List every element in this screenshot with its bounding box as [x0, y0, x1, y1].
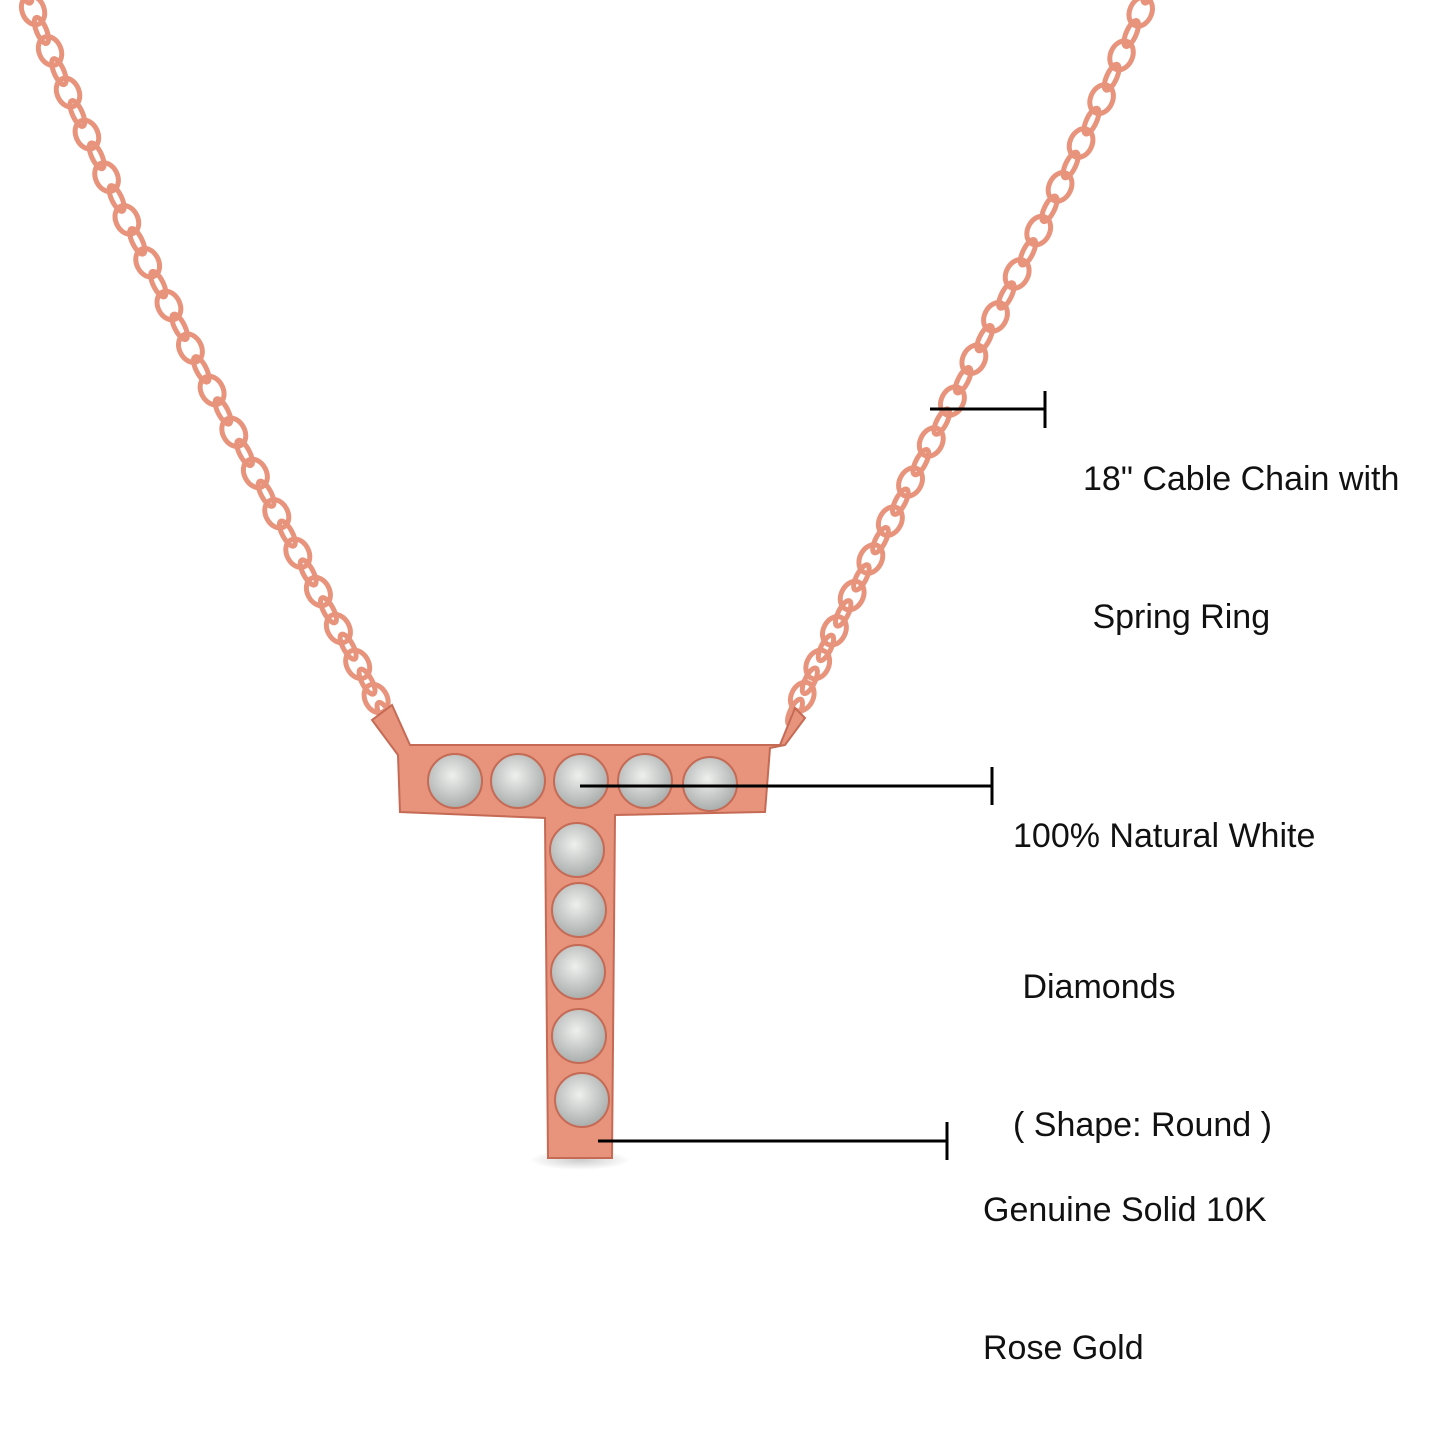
chain-link: [875, 504, 905, 538]
diamond: [682, 756, 738, 812]
diamond: [554, 1072, 610, 1128]
diamond: [617, 753, 673, 809]
chain-right: [785, 0, 1160, 728]
chain-link: [234, 437, 255, 469]
chain-link: [959, 342, 989, 377]
diamond: [551, 1008, 607, 1064]
chain-link: [31, 14, 51, 47]
chain-link: [323, 611, 353, 646]
chain-link: [154, 288, 184, 323]
callout-diamonds-line-3: ( Shape: Round ): [1013, 1106, 1272, 1144]
callout-chain-line-1: 18" Cable Chain with: [1083, 460, 1400, 498]
chain-link: [870, 525, 891, 556]
chain-link: [1002, 257, 1032, 291]
chain-link: [1060, 149, 1081, 181]
chain-link: [262, 497, 292, 531]
chain-link: [49, 56, 69, 88]
callout-metal-line-2: Rose Gold: [983, 1329, 1144, 1367]
diamond: [550, 944, 606, 1000]
chain-link: [318, 595, 339, 626]
chain-link: [190, 354, 212, 385]
callout-chain-line-2: Spring Ring: [1083, 598, 1271, 636]
chain-link: [337, 631, 359, 662]
chain-link: [240, 456, 270, 491]
chain-link: [1126, 0, 1155, 29]
chain-link: [72, 117, 102, 152]
callout-diamonds: 100% Natural White Diamonds ( Shape: Rou…: [1013, 721, 1315, 1240]
chain-link: [112, 203, 142, 237]
diamond: [427, 753, 483, 809]
diamond: [551, 882, 607, 938]
chain-link: [175, 331, 205, 365]
pendant-letter-t: [370, 703, 807, 1170]
chain-link: [1017, 237, 1039, 268]
chain-link: [1039, 193, 1060, 225]
chain-link: [86, 140, 107, 172]
chain-link: [148, 268, 169, 300]
chain-link: [981, 300, 1010, 334]
chain-link: [916, 425, 946, 459]
chain-link: [219, 415, 249, 449]
chain-link: [937, 384, 967, 418]
chain-link: [890, 486, 911, 517]
chain-link: [356, 666, 378, 697]
diamond: [549, 822, 605, 878]
chain-link: [856, 542, 886, 576]
chain-link: [837, 578, 867, 613]
chain-link: [1024, 213, 1054, 248]
callout-metal-line-1: Genuine Solid 10K: [983, 1191, 1267, 1229]
chain-link: [1045, 170, 1075, 204]
chain-link: [799, 665, 820, 697]
chain-link: [851, 562, 872, 593]
chain-link: [35, 33, 65, 68]
chain-link: [92, 160, 121, 194]
diamond-stones: [427, 753, 738, 1128]
chain-link: [1107, 38, 1136, 73]
chain-link: [996, 280, 1017, 311]
chain-link: [1121, 18, 1141, 49]
chain-link: [343, 647, 373, 682]
chain-link: [1087, 82, 1116, 117]
chain-link: [212, 396, 234, 427]
diamond: [490, 753, 546, 809]
chain-link: [1101, 61, 1122, 93]
chain-link: [896, 465, 925, 499]
chain-link: [1066, 126, 1096, 160]
callout-chain: 18" Cable Chain with Spring Ring: [1083, 364, 1399, 732]
chain-link: [53, 75, 83, 110]
chain-left: [15, 0, 396, 731]
chain-link: [15, 0, 35, 6]
chain-link: [815, 632, 837, 664]
callout-lines: [580, 391, 1047, 1160]
chain-link: [283, 536, 313, 570]
chain-link: [820, 614, 849, 648]
chain-link: [169, 311, 190, 343]
chain-link: [1081, 105, 1102, 137]
chain-link: [197, 373, 227, 408]
chain-link: [67, 98, 88, 129]
callout-diamonds-line-1: 100% Natural White: [1013, 817, 1316, 855]
chain-link: [133, 245, 163, 280]
chain-link: [803, 647, 833, 682]
chain-link: [106, 183, 127, 214]
chain-link: [127, 226, 148, 257]
chain-link: [1140, 0, 1160, 6]
chain-link: [255, 478, 277, 509]
diamond: [553, 753, 609, 809]
chain-link: [276, 518, 298, 549]
callout-metal: Genuine Solid 10K Rose Gold: [983, 1095, 1267, 1445]
chain-link: [303, 574, 333, 609]
chain-link: [974, 322, 995, 354]
chain-link: [910, 446, 932, 478]
callout-diamonds-line-2: Diamonds: [1013, 968, 1176, 1006]
chain-link: [832, 598, 854, 629]
chain-link: [297, 557, 319, 588]
chain-link: [952, 365, 974, 396]
chain-link: [18, 0, 48, 28]
